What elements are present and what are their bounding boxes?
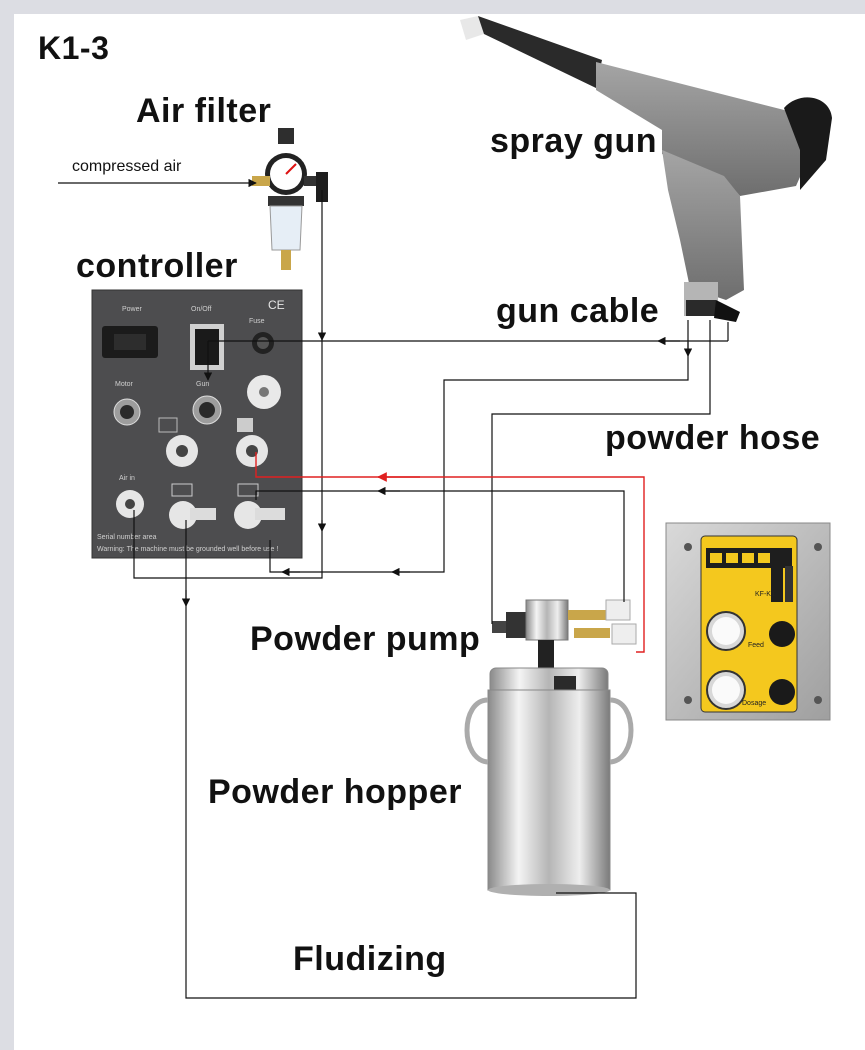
controller-label: controller	[76, 247, 238, 285]
fuse-label: Fuse	[249, 318, 265, 325]
gun-port-label: Gun	[196, 381, 209, 388]
compressed-air-label: compressed air	[72, 158, 182, 175]
fluidizing-label: Fludizing	[293, 940, 447, 978]
gun-cable-label: gun cable	[496, 292, 660, 330]
warning-label: Warning: The machine must be grounded we…	[97, 546, 278, 553]
onoff-label: On/Off	[191, 306, 212, 313]
air-in-label: Air in	[119, 475, 135, 482]
dosage-icon	[171, 483, 193, 497]
motor-label: Motor	[115, 381, 134, 388]
powder-pump-label: Powder pump	[250, 620, 481, 658]
powder-hose-label: powder hose	[605, 419, 821, 457]
powder-pump	[492, 599, 637, 670]
spray-gun-label: spray gun	[490, 122, 657, 160]
feed-knob	[769, 621, 795, 647]
powder-hopper	[464, 667, 634, 896]
serial-area-label: Serial number area	[97, 534, 157, 541]
air-filter	[252, 128, 328, 270]
control-unit-model: KF-K1	[755, 591, 775, 598]
dosage-knob	[769, 679, 795, 705]
control-unit-panel: KF-K1 Feed Dosage	[665, 522, 831, 721]
pump-icon	[158, 417, 178, 433]
feed-icon	[237, 483, 259, 497]
powder-hopper-label: Powder hopper	[208, 773, 462, 811]
air-filter-label: Air filter	[136, 92, 272, 130]
controller-panel: Power On/Off CE Fuse Motor Gun Air in	[91, 289, 303, 559]
ce-mark: CE	[268, 298, 285, 312]
feed-label: Feed	[748, 642, 764, 649]
connection-lines	[58, 178, 729, 999]
red-feed-line	[255, 452, 645, 653]
gun-icon	[237, 418, 253, 432]
spray-gun	[460, 16, 832, 322]
power-port-label: Power	[122, 306, 143, 313]
model-label: K1-3	[38, 30, 110, 66]
dosage-label: Dosage	[742, 700, 766, 707]
